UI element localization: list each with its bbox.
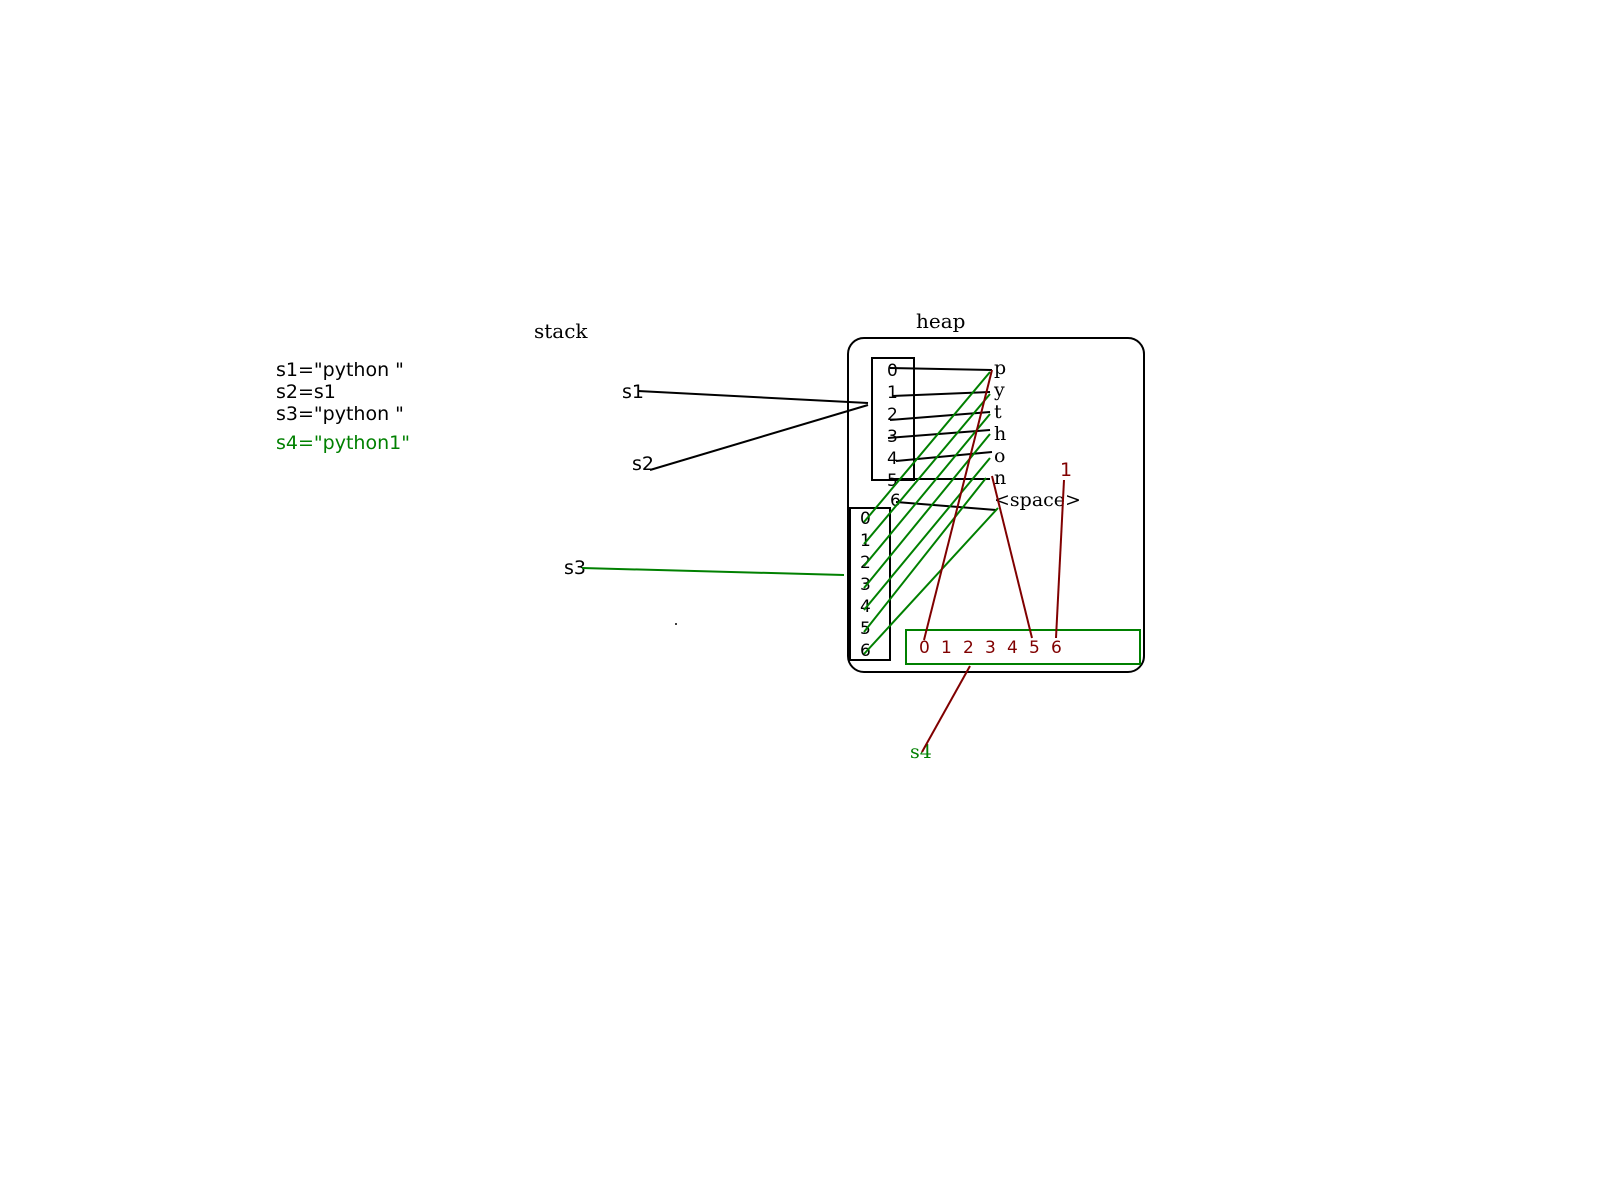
code-listing: s1="python " s2=s1 s3="python " s4="pyth… (276, 359, 410, 454)
s1-index: 5 (887, 471, 898, 491)
s4-index: 3 (985, 638, 996, 658)
s4-index: 6 (1051, 638, 1062, 658)
var-s1-label: s1 (622, 381, 644, 403)
code-line-s2: s2=s1 (276, 381, 336, 403)
heap-char: p (994, 357, 1006, 379)
pointer-line (895, 451, 993, 462)
s1-index: 1 (887, 383, 898, 403)
s4-index: 5 (1029, 638, 1040, 658)
s2-reference-line (649, 404, 869, 471)
var-s2-label: s2 (632, 453, 654, 475)
pointer-line (1055, 479, 1065, 639)
heap-characters: p y t h o n <space> (993, 357, 1081, 511)
code-line-s1: s1="python " (276, 359, 404, 381)
stray-dot (675, 623, 677, 625)
s4-index: 4 (1007, 638, 1018, 658)
heap-title: heap (916, 309, 965, 333)
heap-region (847, 337, 1145, 673)
code-line-s4: s4="python1" (276, 432, 410, 454)
pointer-line (863, 413, 991, 567)
s4-char-pointers (923, 369, 1065, 641)
heap-char: y (993, 379, 1005, 401)
s4-index: 1 (941, 638, 952, 658)
pointer-line (895, 501, 997, 511)
pointer-line (863, 393, 991, 545)
heap-char: n (994, 467, 1006, 489)
s4-array-box (905, 629, 1141, 665)
var-s3-label: s3 (564, 557, 586, 579)
pointer-line (863, 507, 999, 655)
pointer-line (889, 367, 993, 371)
s1-char-pointers (887, 367, 997, 511)
stack-title: stack (534, 319, 588, 343)
s1-index: 4 (887, 449, 898, 469)
s4-reference-line (921, 665, 971, 753)
s1-index: 6 (890, 491, 901, 511)
heap-char: <space> (994, 489, 1081, 511)
code-line-s3: s3="python " (276, 403, 404, 425)
s4-index: 0 (919, 638, 930, 658)
pointer-line (923, 369, 993, 641)
pointer-line (891, 391, 991, 397)
extra-char: 1 (1060, 459, 1072, 481)
heap-char: o (994, 445, 1005, 467)
s1-index: 2 (887, 405, 898, 425)
pointer-line (863, 457, 991, 611)
s1-reference-line (637, 390, 869, 404)
s1-array-indices: 0 1 2 3 4 5 6 (887, 361, 901, 511)
heap-char: t (994, 401, 1002, 423)
s1-index: 0 (887, 361, 898, 381)
s3-char-pointers (863, 371, 999, 655)
var-s4-label: s4 (910, 741, 932, 763)
s4-index: 2 (963, 638, 974, 658)
s4-array-indices: 0 1 2 3 4 5 6 (919, 638, 1062, 658)
pointer-line (991, 475, 1033, 639)
pointer-line (863, 371, 991, 523)
pointer-line (863, 477, 987, 633)
s3-reference-line (581, 567, 845, 576)
s3-array-box (849, 507, 891, 661)
heap-char: h (994, 423, 1006, 445)
